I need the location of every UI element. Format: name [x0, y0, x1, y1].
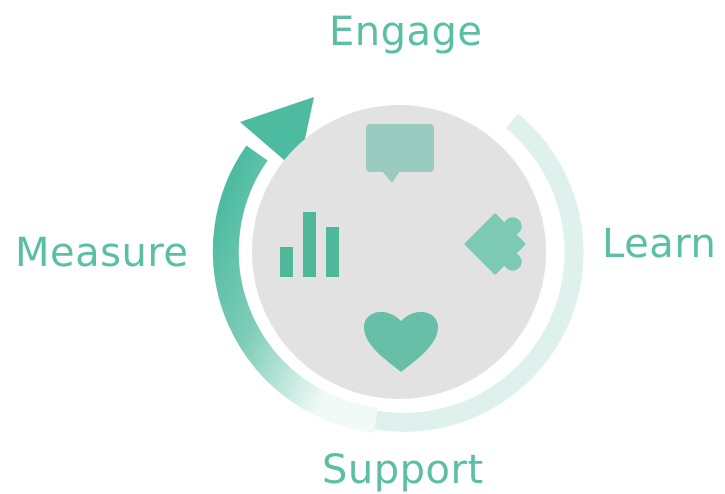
learn-label: Learn — [602, 221, 717, 267]
measure-label: Measure — [15, 230, 189, 276]
speech-bubble-icon — [366, 124, 434, 183]
bar-chart-icon — [280, 212, 339, 277]
cycle-ring-faded — [374, 113, 584, 432]
puzzle-piece-icon — [464, 213, 526, 275]
center-circle — [252, 105, 546, 399]
engage-label: Engage — [329, 9, 483, 55]
support-label: Support — [322, 447, 484, 493]
cycle-ring — [212, 145, 378, 433]
heart-icon — [364, 311, 438, 372]
